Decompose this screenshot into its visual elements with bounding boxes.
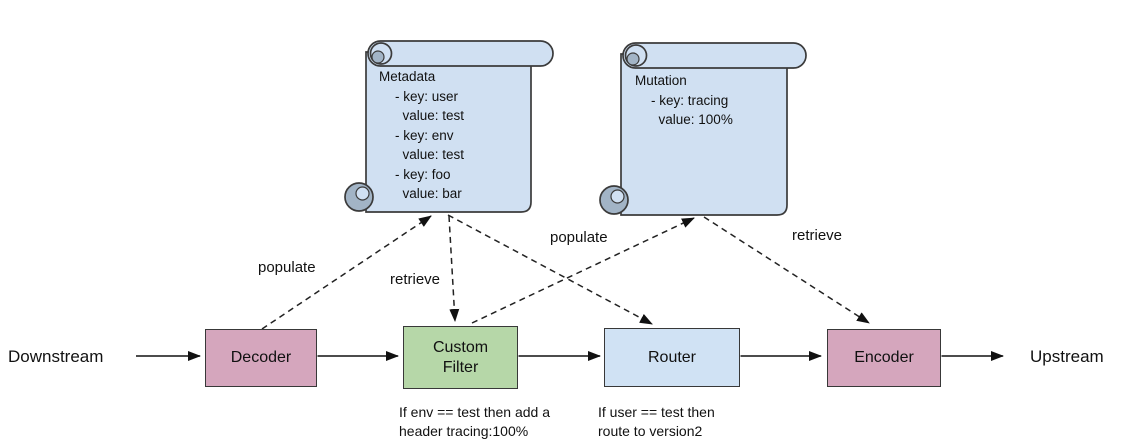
mutation-scroll-paper (620, 53, 788, 216)
node-router-label: Router (647, 348, 697, 366)
edge-label-populate-metadata: populate (258, 259, 316, 276)
node-encoder-label: Encoder (854, 349, 914, 366)
upstream-label: Upstream (1030, 347, 1104, 366)
metadata-scroll-title: Metadata (379, 69, 436, 84)
node-router: Router (604, 328, 740, 387)
downstream-label: Downstream (8, 347, 104, 366)
metadata-scroll-paper (365, 51, 532, 213)
mutation-scroll-text: Mutation - key: tracing value: 100% (635, 71, 785, 130)
metadata-scroll-body: - key: user value: test - key: env value… (395, 88, 465, 202)
edge-label-retrieve-mutation: retrieve (792, 227, 843, 244)
node-encoder: Encoder (827, 329, 941, 387)
edge-label-retrieve-metadata: retrieve (390, 271, 441, 288)
node-custom-filter: Custom Filter (403, 326, 518, 389)
metadata-scroll-roll (367, 40, 554, 67)
dashed-arrow-customfilter-to-mutation (471, 217, 695, 324)
node-decoder-label: Decoder (230, 349, 292, 366)
dashed-arrow-metadata-to-router (447, 214, 653, 325)
dashed-arrow-decoder-to-metadata (261, 215, 432, 330)
mutation-scroll-body: - key: tracing value: 100% (651, 92, 733, 128)
mutation-scroll (599, 42, 807, 216)
dashed-arrow-mutation-to-encoder (703, 216, 870, 324)
node-custom-filter-label: Custom Filter (432, 338, 489, 376)
node-decoder: Decoder (205, 329, 317, 387)
mutation-scroll-title: Mutation (635, 73, 687, 88)
metadata-scroll (344, 40, 554, 213)
edge-label-populate-mutation: populate (550, 229, 608, 246)
metadata-scroll-text: Metadata - key: user value: test - key: … (379, 67, 529, 204)
mutation-scroll-roll (622, 42, 807, 69)
dashed-arrow-metadata-to-customfilter (448, 215, 460, 322)
router-caption: If user == test then route to version2 (598, 404, 715, 439)
custom-filter-caption: If env == test then add a header tracing… (399, 404, 550, 439)
